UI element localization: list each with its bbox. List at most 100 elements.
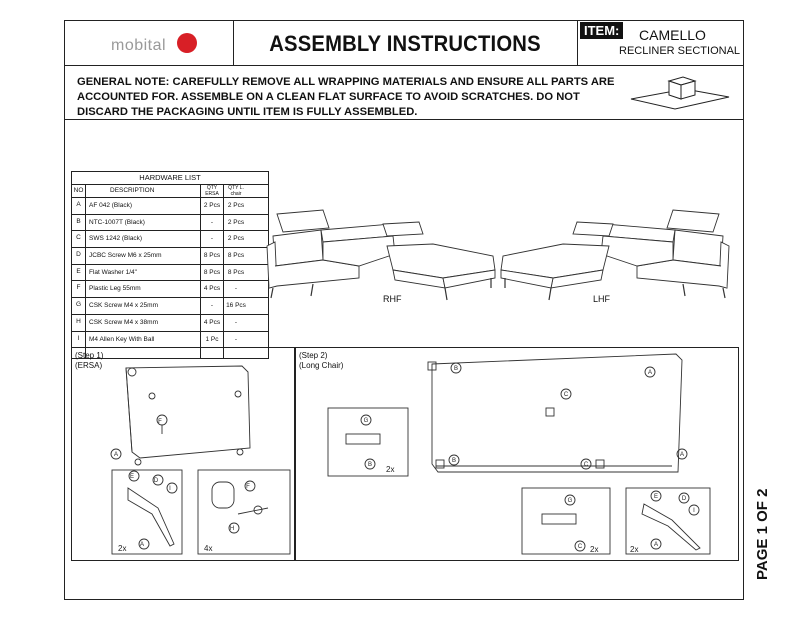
svg-text:F: F	[246, 484, 250, 490]
svg-text:G: G	[364, 418, 369, 424]
step-2-qty-a: 2x	[386, 465, 394, 474]
row-qty-ersa: -	[210, 235, 214, 243]
svg-text:H: H	[230, 526, 234, 532]
page-title: ASSEMBLY INSTRUCTIONS	[269, 31, 541, 56]
column-header-qty-lchair: QTY L. chair	[228, 185, 244, 197]
row-no: I	[77, 334, 80, 342]
svg-text:B: B	[454, 366, 458, 372]
step-2-title: (Step 2)	[299, 351, 328, 360]
step-2-diagram: B C C B A A G B G C E D I A 2x 2x 2x	[327, 353, 711, 555]
row-qty-lchair: 8 Pcs	[227, 268, 245, 276]
brand-logo: mobital	[111, 37, 167, 54]
table-row: H CSK Screw M4 x 38mm 4 Pcs -	[72, 315, 268, 332]
row-no: C	[76, 234, 81, 242]
general-note-row: GENERAL NOTE: CAREFULLY REMOVE ALL WRAPP…	[65, 65, 743, 120]
svg-text:I: I	[169, 486, 171, 492]
rhf-label: RHF	[383, 294, 402, 304]
row-qty-ersa: -	[210, 302, 214, 310]
column-header-qty-ersa: QTY ERSA	[205, 185, 219, 197]
column-divider	[85, 184, 86, 358]
svg-text:G: G	[568, 498, 573, 504]
row-qty-ersa: 2 Pcs	[203, 202, 221, 209]
row-qty-ersa: 8 Pcs	[203, 252, 221, 260]
header: mobital ASSEMBLY INSTRUCTIONS ITEM: CAME…	[65, 21, 743, 66]
step-2-subtitle: (Long Chair)	[299, 361, 344, 370]
svg-text:A: A	[114, 452, 118, 458]
svg-text:C: C	[584, 462, 589, 468]
table-row: C SWS 1242 (Black) - 2 Pcs	[72, 231, 268, 249]
item-name: CAMELLO	[639, 27, 706, 43]
svg-text:F: F	[158, 419, 162, 425]
hardware-list-title: HARDWARE LIST	[72, 172, 268, 185]
item-subtitle: RECLINER SECTIONAL	[619, 45, 741, 57]
svg-text:C: C	[564, 392, 569, 398]
step-2-qty-c: 2x	[630, 545, 638, 554]
page-number: PAGE 1 OF 2	[754, 488, 771, 580]
row-qty-lchair: 16 Pcs	[226, 302, 246, 310]
step-1-label: (Step 1) (ERSA)	[75, 351, 103, 371]
svg-text:B: B	[452, 458, 456, 464]
row-no: A	[76, 201, 81, 208]
svg-text:D: D	[682, 496, 687, 502]
row-description: SWS 1242 (Black)	[89, 235, 143, 243]
column-divider	[223, 184, 224, 358]
hardware-list-header: NO DESCRIPTION QTY ERSA QTY L. chair	[72, 185, 268, 198]
svg-text:A: A	[680, 452, 684, 458]
logo-cell: mobital	[65, 21, 234, 65]
row-qty-lchair: 2 Pcs	[227, 235, 245, 243]
table-row: G CSK Screw M4 x 25mm - 16 Pcs	[72, 298, 268, 315]
svg-text:E: E	[130, 474, 134, 480]
row-description: CSK Screw M4 x 25mm	[89, 302, 158, 310]
table-row: E Flat Washer 1/4" 8 Pcs 8 Pcs	[72, 265, 268, 282]
step-1-title: (Step 1)	[75, 351, 104, 360]
row-no: B	[76, 217, 81, 225]
table-row: F Plastic Leg 55mm 4 Pcs -	[72, 281, 268, 299]
svg-text:B: B	[368, 462, 372, 468]
box-on-floor-icon	[630, 76, 730, 110]
row-qty-lchair: -	[234, 335, 238, 343]
step-2-panel: (Step 2) (Long Chair)	[295, 347, 739, 561]
row-no: D	[76, 251, 81, 259]
row-description: AF 042 (Black)	[89, 202, 132, 209]
row-description: Plastic Leg 55mm	[89, 285, 141, 293]
svg-text:A: A	[654, 542, 658, 548]
step-1-qty-a: 2x	[118, 544, 126, 553]
row-no: E	[76, 267, 81, 275]
row-qty-lchair: -	[234, 285, 238, 293]
row-description: CSK Screw M4 x 38mm	[89, 318, 158, 326]
svg-text:A: A	[140, 542, 144, 548]
row-no: H	[76, 317, 81, 325]
column-header-description: DESCRIPTION	[110, 187, 155, 194]
row-qty-ersa: -	[210, 218, 214, 226]
column-divider	[200, 184, 201, 358]
step-2-label: (Step 2) (Long Chair)	[299, 351, 343, 371]
item-tag: ITEM:	[580, 22, 624, 39]
row-description: NTC-1007T (Black)	[89, 218, 145, 226]
row-description: M4 Allen Key With Ball	[89, 335, 155, 343]
item-cell: ITEM: CAMELLO RECLINER SECTIONAL	[577, 21, 743, 65]
row-qty-lchair: -	[234, 318, 238, 326]
title-cell: ASSEMBLY INSTRUCTIONS	[233, 21, 578, 65]
row-qty-lchair: 8 Pcs	[227, 252, 245, 260]
step-1-diagram: F A E D I A F H 2x 4x	[110, 365, 291, 555]
svg-text:I: I	[693, 508, 695, 514]
step-2-qty-b: 2x	[590, 545, 598, 554]
table-row: A AF 042 (Black) 2 Pcs 2 Pcs	[72, 198, 268, 215]
step-1-panel: (Step 1) (ERSA)	[71, 347, 295, 561]
general-note: GENERAL NOTE: CAREFULLY REMOVE ALL WRAPP…	[77, 76, 615, 118]
row-no: G	[75, 301, 82, 309]
svg-text:E: E	[654, 494, 658, 500]
row-qty-ersa: 8 Pcs	[203, 268, 221, 276]
row-description: Flat Washer 1/4"	[89, 268, 137, 276]
row-qty-lchair: 2 Pcs	[227, 202, 245, 209]
row-qty-ersa: 4 Pcs	[203, 318, 221, 326]
hardware-list-table: HARDWARE LIST NO DESCRIPTION QTY ERSA QT…	[71, 171, 269, 359]
row-no: F	[76, 284, 81, 292]
column-header-no: NO	[73, 187, 84, 194]
svg-text:D: D	[154, 478, 159, 484]
row-qty-ersa: 4 Pcs	[203, 285, 221, 293]
